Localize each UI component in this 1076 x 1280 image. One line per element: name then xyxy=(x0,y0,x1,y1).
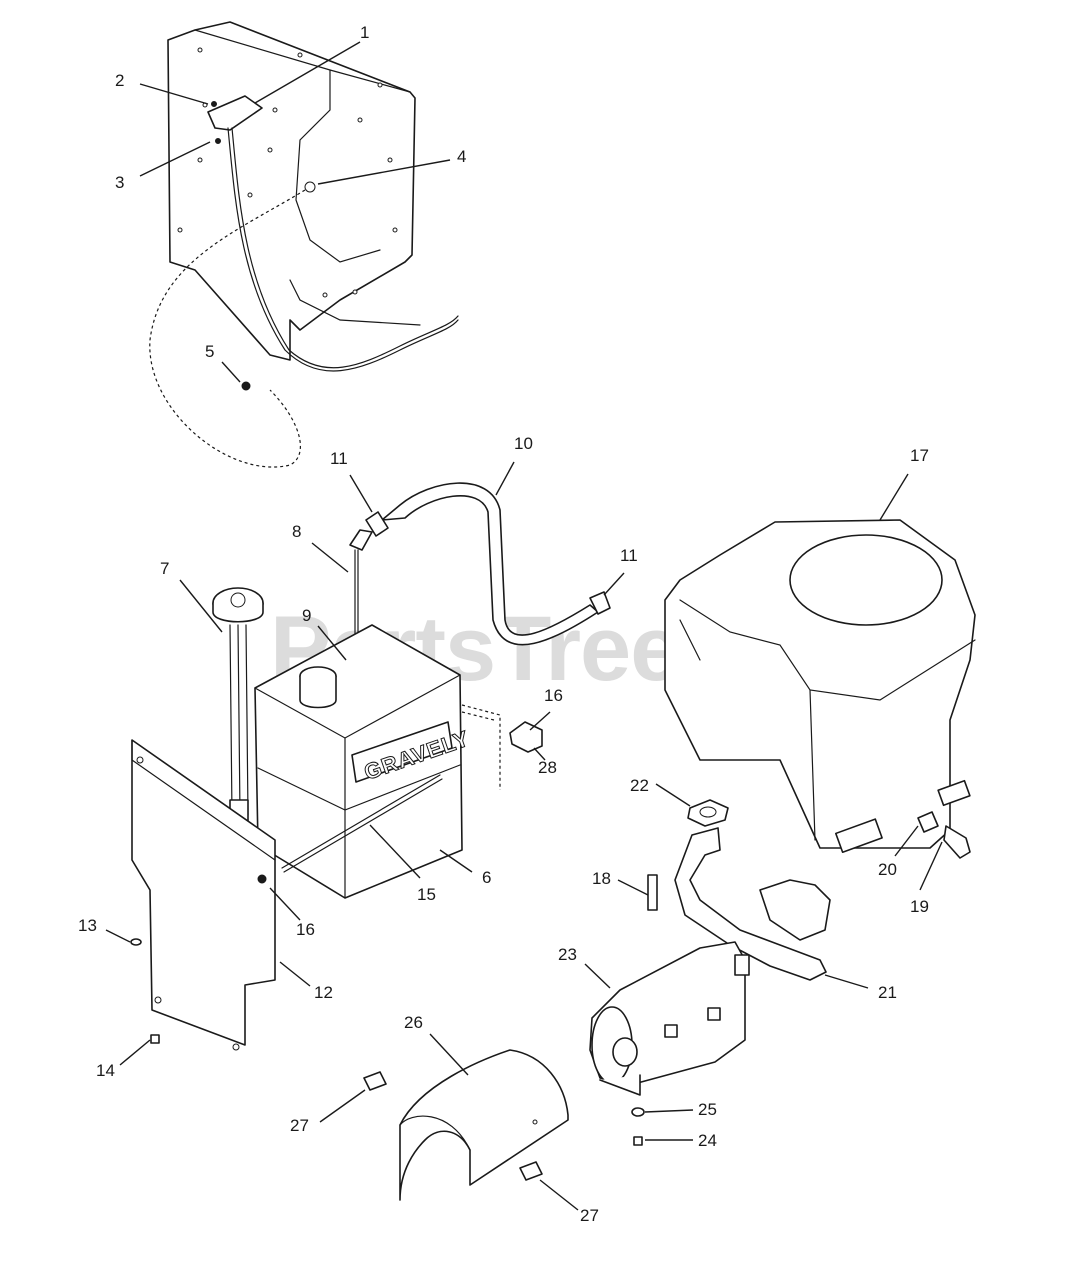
exhaust xyxy=(647,799,831,981)
callout-13: 13 xyxy=(78,916,97,935)
callout-16b: 16 xyxy=(296,920,315,939)
callout-7: 7 xyxy=(160,559,169,578)
callout-21: 21 xyxy=(878,983,897,1002)
screw-icon xyxy=(211,101,217,107)
nut-icon xyxy=(215,138,221,144)
engine xyxy=(664,519,976,859)
fuel-gauge xyxy=(212,587,264,823)
callout-23: 23 xyxy=(558,945,577,964)
callout-labels: 1 2 3 4 5 6 7 8 9 10 11 11 12 13 14 15 1… xyxy=(78,23,929,1225)
callout-20: 20 xyxy=(878,860,897,879)
cable-clip-icon xyxy=(241,381,251,391)
callout-16a: 16 xyxy=(544,686,563,705)
washer-icon xyxy=(631,1107,645,1117)
fitting-icon xyxy=(943,825,971,859)
bolt-icon xyxy=(647,874,658,911)
callout-11b: 11 xyxy=(620,546,638,565)
callout-6: 6 xyxy=(482,868,491,887)
dash-panel xyxy=(149,21,459,468)
fitting-icon xyxy=(917,811,939,833)
callout-27a: 27 xyxy=(290,1116,309,1135)
callout-25: 25 xyxy=(698,1100,717,1119)
hose-clamp-icon xyxy=(365,511,389,537)
brand-decal xyxy=(351,721,453,783)
leader-lines xyxy=(105,41,943,1211)
muffler xyxy=(589,941,750,1146)
screw-icon xyxy=(130,938,142,946)
hose-clamp-icon xyxy=(589,591,611,615)
nut-icon xyxy=(150,1034,160,1044)
callout-2: 2 xyxy=(115,71,124,90)
callout-15: 15 xyxy=(417,885,436,904)
callout-27b: 27 xyxy=(580,1206,599,1225)
callout-14: 14 xyxy=(96,1061,115,1080)
callout-18: 18 xyxy=(592,869,611,888)
callout-4: 4 xyxy=(457,147,466,166)
callout-22: 22 xyxy=(630,776,649,795)
callout-17: 17 xyxy=(910,446,929,465)
callout-5: 5 xyxy=(205,342,214,361)
callout-24: 24 xyxy=(698,1131,717,1150)
callout-3: 3 xyxy=(115,173,124,192)
screw-icon xyxy=(363,1071,387,1091)
callout-11a: 11 xyxy=(330,449,348,468)
strap-bracket-icon xyxy=(509,721,543,753)
screw-icon xyxy=(519,1161,543,1181)
heat-shield xyxy=(363,1049,569,1201)
grommet-icon xyxy=(304,181,316,193)
callout-12: 12 xyxy=(314,983,333,1002)
callout-19: 19 xyxy=(910,897,929,916)
callout-26: 26 xyxy=(404,1013,423,1032)
callout-8: 8 xyxy=(292,522,301,541)
callout-9: 9 xyxy=(302,606,311,625)
nut-icon xyxy=(633,1136,643,1146)
callout-10: 10 xyxy=(514,434,533,453)
callout-28: 28 xyxy=(538,758,557,777)
nut-icon xyxy=(257,874,267,884)
tank-bracket xyxy=(130,739,276,1051)
callout-1: 1 xyxy=(360,23,369,42)
